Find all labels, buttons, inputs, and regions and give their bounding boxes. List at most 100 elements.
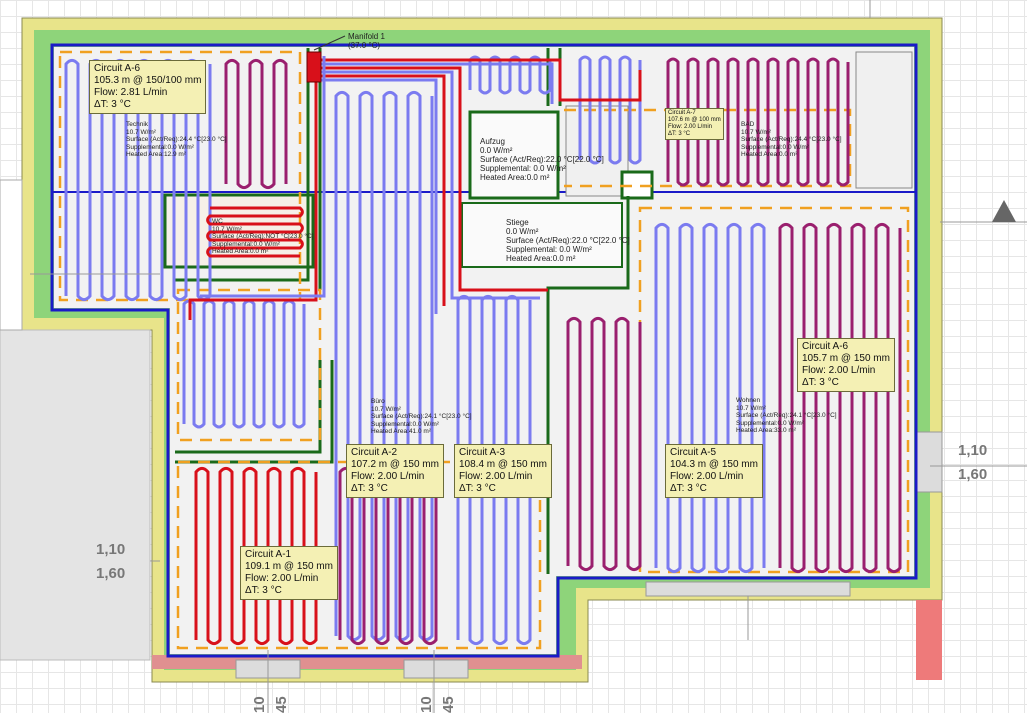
room-name: Wohnen (736, 397, 761, 404)
circuit-length: 109.1 m @ 150 mm (245, 561, 333, 572)
room-load: 0.0 W/m² (506, 227, 539, 236)
room-label-aufzug[interactable]: Aufzug 0.0 W/m² Surface (Act/Req):22.0 °… (480, 137, 604, 182)
window-right (915, 431, 943, 493)
room-load: 10.7 W/m² (212, 225, 242, 233)
room-label-stiege[interactable]: Stiege 0.0 W/m² Surface (Act/Req):22.0 °… (506, 218, 630, 263)
room-name: Aufzug (480, 137, 505, 146)
room-label-buero[interactable]: Büro 10.7 W/m² Surface (Act/Req):24.1 °C… (371, 398, 472, 436)
circuit-length: 107.2 m @ 150 mm (351, 459, 439, 470)
circuit-length: 108.4 m @ 150 mm (459, 459, 547, 470)
room-supplemental: Supplemental: 0.0 W/m² (506, 245, 592, 254)
heating-loop-wc (206, 206, 304, 258)
circuit-tag-a1[interactable]: Circuit A-1 109.1 m @ 150 mm Flow: 2.00 … (240, 546, 338, 600)
room-load: 10.7 W/m² (126, 128, 156, 136)
heating-loop-a7-blue (468, 55, 552, 95)
heating-loop-wohnen-blue (654, 222, 766, 574)
circuit-length: 105.3 m @ 150/100 mm (94, 75, 202, 86)
dimension-right-bottom: 1,60 (958, 466, 988, 483)
room-supplemental: Supplemental:0.0 W/m² (371, 420, 439, 428)
supply-lines (188, 56, 642, 320)
circuit-name: Circuit A-5 (670, 447, 717, 458)
circuit-dt: ΔT: 3 °C (668, 131, 691, 137)
room-load: 10.7 W/m² (371, 405, 401, 413)
room-area: Heated Area:0.0 m² (741, 151, 798, 158)
dimension-bottom-a1: 10 (251, 696, 268, 713)
room-surface: Surface (Act/Req):NOT °C[23.0 °C] (212, 233, 314, 240)
circuit-length: 107.6 m @ 100 mm (668, 117, 721, 123)
room-area: Heated Area:12.9 m² (126, 151, 186, 158)
room-gray (855, 51, 913, 189)
room-label-wohnen[interactable]: Wohnen 10.7 W/m² Surface (Act/Req):24.1 … (736, 397, 837, 435)
circuit-name: Circuit A-6 (94, 63, 141, 74)
circuit-dt: ΔT: 3 °C (351, 483, 388, 494)
window-bottom (645, 581, 851, 597)
room-load: 10.7 W/m² (736, 404, 766, 412)
dimension-bottom-b1: 10 (418, 696, 435, 713)
room-stiege (461, 202, 623, 268)
room-area: Heated Area:33.0 m² (736, 427, 796, 434)
room-surface: Surface (Act/Req):24.4 °C[23.0 °C] (126, 136, 227, 143)
circuit-length: 104.3 m @ 150 mm (670, 459, 758, 470)
room-area: Heated Area:0.0 m² (480, 173, 550, 182)
manifold-box (306, 51, 322, 83)
circuit-flow: Flow: 2.00 L/min (802, 365, 876, 376)
circuit-name: Circuit A-3 (459, 447, 506, 458)
room-surface: Surface (Act/Req):24.1 °C[23.0 °C] (736, 412, 837, 419)
circuit-tag-a6[interactable]: Circuit A-6 105.7 m @ 150 mm Flow: 2.00 … (797, 338, 895, 392)
heating-loop-upper-left (182, 299, 306, 429)
manifold-name: Manifold 1 (348, 32, 385, 41)
room-load: 10.7 W/m² (741, 128, 771, 136)
room-name: BAD (741, 121, 755, 128)
circuit-flow: Flow: 2.00 L/min (459, 471, 533, 482)
room-supplemental: Supplemental:0.0 W/m² (741, 143, 809, 151)
circuit-dt: ΔT: 3 °C (94, 99, 131, 110)
room-area: Heated Area:0.0 m² (506, 254, 576, 263)
room-area: Heated Area:41.0 m² (371, 428, 431, 435)
room-supplemental: Supplemental:0.0 W/m² (126, 143, 194, 151)
circuit-dt: ΔT: 3 °C (459, 483, 496, 494)
circuit-name: Circuit A-1 (245, 549, 292, 560)
heating-loop-a7-purple (666, 57, 850, 187)
room-name: WC (212, 218, 223, 225)
dimension-bottom-b2: 45 (440, 696, 457, 713)
circuit-flow: Flow: 2.00 L/min (668, 124, 713, 130)
circuit-name: Circuit A-2 (351, 447, 398, 458)
room-label-wc[interactable]: WC 10.7 W/m² Surface (Act/Req):NOT °C[23… (212, 218, 314, 256)
circuit-tag-a5[interactable]: Circuit A-5 104.3 m @ 150 mm Flow: 2.00 … (665, 444, 763, 498)
circuit-name: Circuit A-6 (802, 341, 849, 352)
circuit-tag-a7[interactable]: Circuit A-7 107.6 m @ 100 mm Flow: 2.00 … (665, 108, 724, 140)
room-label-technik[interactable]: Technik 10.7 W/m² Surface (Act/Req):24.4… (126, 121, 227, 159)
room-supplemental: Supplemental:0.0 W/m² (736, 419, 804, 427)
circuit-flow: Flow: 2.00 L/min (245, 573, 319, 584)
circuit-dt: ΔT: 3 °C (670, 483, 707, 494)
room-supplemental: Supplemental: 0.0 W/m² (480, 164, 566, 173)
room-surface: Surface (Act/Req):24.4 °C[23.0 °C] (741, 136, 842, 143)
room-area: Heated Area:0.0 m² (212, 248, 269, 255)
room-gray (565, 105, 629, 197)
room-name: Stiege (506, 218, 529, 227)
circuit-tag-a2[interactable]: Circuit A-2 107.2 m @ 150 mm Flow: 2.00 … (346, 444, 444, 498)
heating-loop-a5 (566, 316, 642, 572)
circuit-name: Circuit A-7 (668, 110, 696, 116)
room-aufzug (468, 110, 560, 200)
dimension-bottom-a2: 45 (273, 696, 290, 713)
dimension-left-bottom: 1,60 (96, 565, 126, 582)
room-surface: Surface (Act/Req):22.0 °C[22.0 °C] (506, 236, 630, 245)
room-name: Büro (371, 398, 385, 405)
room-label-bad[interactable]: BAD 10.7 W/m² Surface (Act/Req):24.4 °C[… (741, 121, 842, 159)
manifold-temp: (37.0 °C) (348, 41, 381, 50)
room-surface: Surface (Act/Req):22.0 °C[22.0 °C] (480, 155, 604, 164)
manifold-label: Manifold 1 (37.0 °C) (348, 32, 385, 50)
room-surface: Surface (Act/Req):24.1 °C[23.0 °C] (371, 413, 472, 420)
room-name: Technik (126, 121, 149, 128)
circuit-tag-a6-top[interactable]: Circuit A-6 105.3 m @ 150/100 mm Flow: 2… (89, 60, 207, 114)
room-load: 0.0 W/m² (480, 146, 513, 155)
circuit-dt: ΔT: 3 °C (245, 585, 282, 596)
heating-loop-technik-purple (224, 58, 288, 190)
manifold-leader (313, 35, 346, 51)
room-supplemental: Supplemental:0.0 W/m² (212, 240, 280, 248)
circuit-dt: ΔT: 3 °C (802, 377, 839, 388)
circuit-tag-a3[interactable]: Circuit A-3 108.4 m @ 150 mm Flow: 2.00 … (454, 444, 552, 498)
